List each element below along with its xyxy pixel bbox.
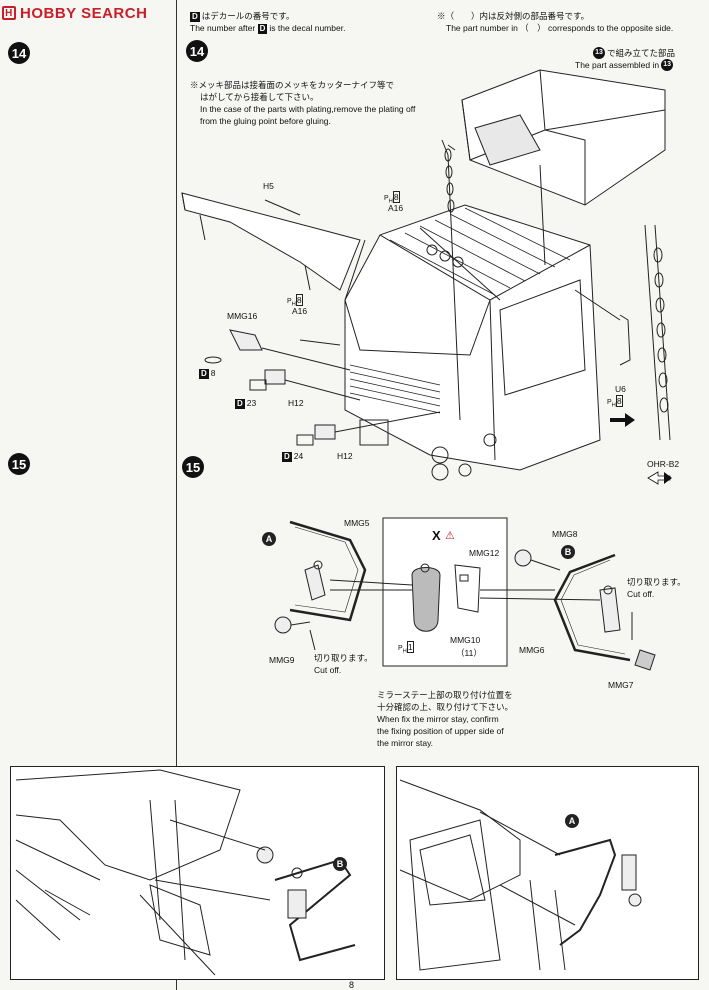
arrow-icon bbox=[610, 413, 635, 427]
mmg16-part bbox=[229, 329, 263, 351]
opposite-note-jp: ※（ ）内は反対側の部品番号です。 bbox=[437, 11, 590, 21]
mirror-stay-b-part bbox=[553, 553, 631, 662]
label-mmg7: MMG7 bbox=[608, 680, 634, 690]
page-number: 8 bbox=[349, 980, 355, 990]
label-mmg9: MMG9 bbox=[269, 655, 295, 665]
cut-off-en-right: Cut off. bbox=[627, 589, 655, 599]
sidebar-step-14[interactable]: 14 bbox=[8, 42, 30, 64]
label-mmg6: MMG6 bbox=[519, 645, 545, 655]
step-14-marker: 14 bbox=[186, 40, 208, 62]
x-mark: X bbox=[432, 528, 441, 543]
decal-marker-icon: D bbox=[190, 12, 200, 22]
label-a16-top: A16 bbox=[388, 203, 404, 213]
mirror-note-jp-1: ミラーステー上部の取り付け位置を bbox=[377, 690, 513, 700]
plating-note-en-1: In the case of the parts with plating,re… bbox=[200, 104, 416, 114]
label-mmg10-opposite: （11） bbox=[456, 648, 482, 658]
label-u6: U6 bbox=[615, 384, 626, 394]
detail-panel-right bbox=[396, 766, 699, 980]
label-ph8-right: PH8 bbox=[607, 395, 623, 409]
cut-off-jp-right: 切り取ります。 bbox=[627, 577, 686, 587]
label-ohr-b2: OHR-B2 bbox=[647, 459, 680, 469]
brand-logo-icon: H bbox=[2, 6, 16, 20]
label-h12-b: H12 bbox=[337, 451, 353, 461]
arrow-icon bbox=[664, 472, 672, 484]
marker-a-icon: A bbox=[262, 532, 276, 546]
label-h5: H5 bbox=[263, 181, 274, 191]
detail-marker-b-icon: B bbox=[333, 857, 347, 871]
label-mmg12: MMG12 bbox=[469, 548, 500, 558]
plating-note-jp-2: はがしてから接着して下さい。 bbox=[200, 92, 319, 102]
warning-triangle-icon: ⚠ bbox=[445, 530, 455, 542]
label-ph8-left: PH8 bbox=[287, 294, 303, 308]
label-mmg8: MMG8 bbox=[552, 529, 578, 539]
marker-b-icon: B bbox=[561, 545, 575, 559]
detail-marker-a-icon: A bbox=[565, 814, 579, 828]
mirror-stay-a-part bbox=[289, 520, 367, 622]
decal-marker-icon: D bbox=[257, 24, 268, 34]
label-a16-left: A16 bbox=[292, 306, 308, 316]
mirror-note-en-1: When fix the mirror stay, confirm bbox=[377, 714, 499, 724]
label-mmg10: MMG10 bbox=[450, 635, 481, 645]
brand-logo-text: HOBBY SEARCH bbox=[20, 4, 148, 22]
detail-panel-left bbox=[10, 766, 385, 980]
plating-note-en-2: from the gluing point before gluing. bbox=[200, 116, 331, 126]
left-sidebar bbox=[0, 0, 177, 990]
label-h12-a: H12 bbox=[288, 398, 304, 408]
cut-off-en-left: Cut off. bbox=[314, 665, 342, 675]
opposite-note-en: The part number in （ ） corresponds to th… bbox=[446, 23, 674, 33]
u6-handle-part bbox=[619, 314, 631, 366]
step-15-marker: 15 bbox=[182, 456, 204, 478]
mirror-note-en-2: the fixing position of upper side of bbox=[377, 726, 504, 736]
mirror-note-jp-2: 十分確認の上、取り付けて下さい。 bbox=[377, 702, 514, 712]
label-mmg16: MMG16 bbox=[227, 311, 258, 321]
label-ph1: PH1 bbox=[398, 641, 414, 655]
cut-off-jp-left: 切り取ります。 bbox=[314, 653, 373, 663]
sidebar-step-15[interactable]: 15 bbox=[8, 453, 30, 475]
h5-spoiler-part bbox=[181, 192, 361, 291]
label-mmg5: MMG5 bbox=[344, 518, 370, 528]
label-ph8-top: PH8 bbox=[384, 191, 400, 205]
mirror-note-en-3: the mirror stay. bbox=[377, 738, 434, 748]
brand-logo[interactable]: H HOBBY SEARCH bbox=[2, 4, 147, 22]
plating-note-jp-1: ※メッキ部品は接着面のメッキをカッターナイフ等で bbox=[190, 80, 395, 90]
